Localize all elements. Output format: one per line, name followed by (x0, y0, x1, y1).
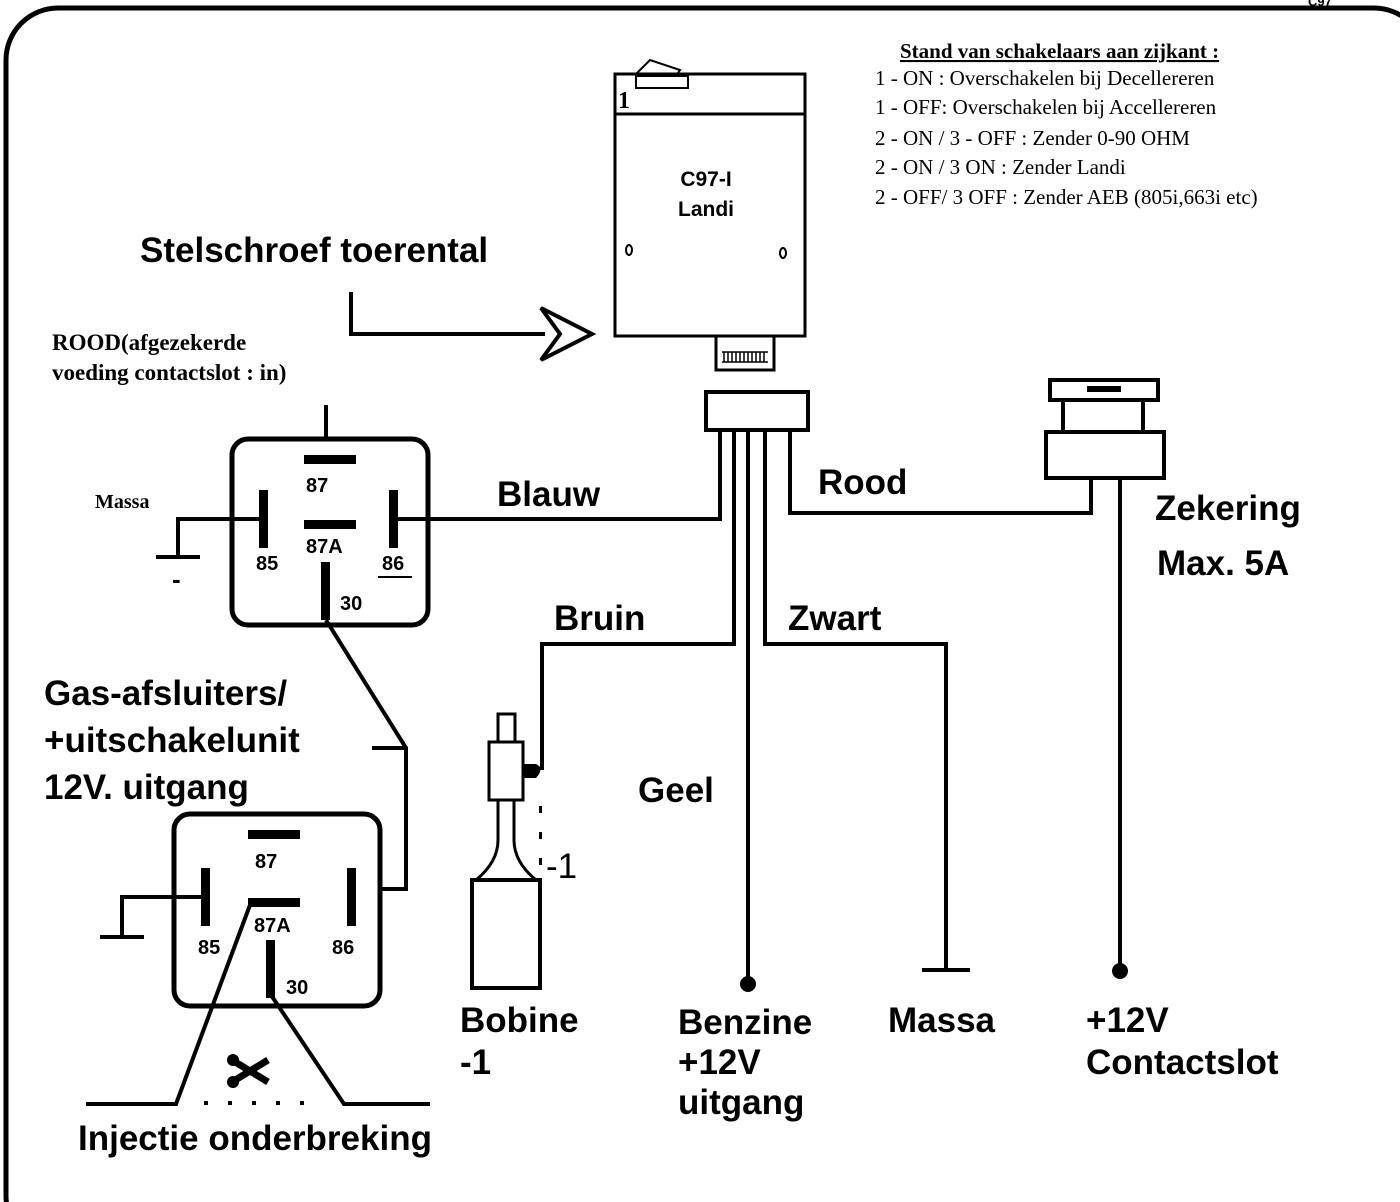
relay1-supply-label: ROOD(afgezekerde (52, 330, 246, 355)
legend-title: Stand van schakelaars aan zijkant : (900, 39, 1219, 63)
fuse-slot-icon (1087, 386, 1121, 392)
coil-plug (487, 740, 525, 802)
terminal-dot (1112, 963, 1128, 979)
relay-2: 87 87A 85 86 30 (100, 811, 383, 1009)
relay2-label: 12V. uitgang (44, 768, 249, 807)
relay1-supply-label: voeding contactslot : in) (52, 360, 286, 385)
relay1-pin-85-label: 85 (256, 553, 278, 575)
relay2-pin-85-label: 85 (198, 937, 220, 959)
relay2-label: Gas-afsluiters/ (44, 674, 287, 713)
relay1-pin-87 (304, 455, 356, 464)
switch-toggle-icon (635, 75, 689, 89)
relay1-pin-86-label: 86 (382, 553, 404, 575)
ignition-coil: -1 (470, 712, 577, 990)
legend-line: 1 - ON : Overschakelen bij Decellereren (875, 66, 1215, 90)
mount-hole-icon (625, 244, 633, 256)
unit-model: C97-I (680, 168, 731, 191)
fuse-base (1044, 430, 1166, 480)
scissors-icon (227, 1054, 270, 1088)
relay1-pin-30-label: 30 (340, 593, 362, 615)
relay2-pin-86-label: 86 (332, 937, 354, 959)
relay2-label: +uitschakelunit (44, 721, 300, 760)
injection-wire-out (269, 993, 430, 1106)
fuse-rating: Max. 5A (1157, 544, 1289, 583)
coil-label-pin: -1 (460, 1043, 491, 1082)
coil-tap-label: -1 (546, 847, 577, 886)
relay2-pin-85 (201, 868, 210, 926)
wire-bruin (540, 430, 736, 770)
relay1-pin-87a-label: 87A (306, 536, 343, 558)
switch-lever-icon (635, 58, 682, 77)
wire-rood-label: Rood (818, 463, 907, 502)
massa-label: Massa (888, 1001, 996, 1040)
relay1-pin-87a (304, 520, 356, 529)
contact-label: Contactslot (1086, 1043, 1279, 1082)
switch-legend: Stand van schakelaars aan zijkant : 1 - … (875, 39, 1258, 209)
ground-minus-sign: - (172, 564, 181, 594)
relay-1: ROOD(afgezekerde voeding contactslot : i… (52, 330, 431, 628)
benzine-output: uitgang (678, 1083, 804, 1122)
legend-line: 2 - OFF/ 3 OFF : Zender AEB (805i,663i e… (875, 185, 1258, 209)
injection-wire-in (86, 904, 252, 1106)
coil-dotted-line (539, 806, 542, 865)
corner-label: C97 (1308, 0, 1332, 9)
wire-geel-label: Geel (638, 771, 714, 810)
adjust-screw-label: Stelschroef toerental (140, 231, 488, 270)
unit-brand: Landi (678, 198, 734, 221)
diagram-frame (3, 5, 1400, 1202)
coil-tap-icon (523, 764, 541, 778)
wire-blauw-label: Blauw (497, 475, 601, 514)
coil-body (470, 878, 542, 990)
wire-blauw (398, 430, 722, 521)
wire-bruin-label: Bruin (554, 599, 645, 638)
coil-top-connector (496, 712, 517, 744)
relay2-pin-86 (347, 868, 356, 926)
wire-zwart (763, 430, 948, 970)
fuse-label: Zekering (1155, 489, 1301, 528)
relay1-ground-label: Massa (95, 491, 149, 513)
relay2-pin-87a-label: 87A (254, 915, 291, 937)
relay1-pin-30 (321, 562, 330, 620)
coil-label: Bobine (460, 1001, 579, 1040)
fuse-holder (1044, 378, 1166, 979)
relay2-pin-30 (266, 940, 275, 998)
switch-number: 1 (618, 88, 630, 114)
legend-line: 1 - OFF: Overschakelen bij Accellereren (875, 95, 1217, 119)
wire-zwart-label: Zwart (788, 599, 882, 638)
adjust-arrow-shaft (349, 292, 545, 336)
fuse-neck (1061, 398, 1145, 434)
arrow-head-icon (539, 306, 597, 362)
relay1-pin-85 (259, 490, 268, 548)
mount-hole-icon (779, 247, 787, 259)
terminal-dot (740, 976, 756, 992)
benzine-label: Benzine (678, 1003, 812, 1042)
legend-line: 2 - ON / 3 ON : Zender Landi (875, 155, 1126, 179)
relay1-pin-87-label: 87 (306, 475, 328, 497)
harness-connector (704, 390, 810, 432)
connector-pins-icon (722, 351, 768, 363)
relay2-pin-87 (248, 830, 300, 839)
relay2-pin-30-label: 30 (286, 977, 308, 999)
legend-line: 2 - ON / 3 - OFF : Zender 0-90 OHM (875, 126, 1190, 150)
benzine-voltage: +12V (678, 1043, 761, 1082)
unit-body (613, 72, 807, 338)
relay2-pin-87-label: 87 (255, 851, 277, 873)
coil-neck (475, 800, 537, 882)
relay1-ground-wire (176, 517, 260, 556)
injection-break-label: Injectie onderbreking (78, 1119, 432, 1158)
relay2-pin-87a (248, 898, 300, 907)
wire-rood (788, 430, 1093, 515)
cut-dotted-line (204, 1101, 304, 1105)
control-unit: 1 C97-I Landi (613, 58, 807, 372)
contact-voltage: +12V (1086, 1001, 1169, 1040)
relay2-ground-wire (120, 895, 202, 936)
relay1-pin-86 (389, 490, 398, 548)
